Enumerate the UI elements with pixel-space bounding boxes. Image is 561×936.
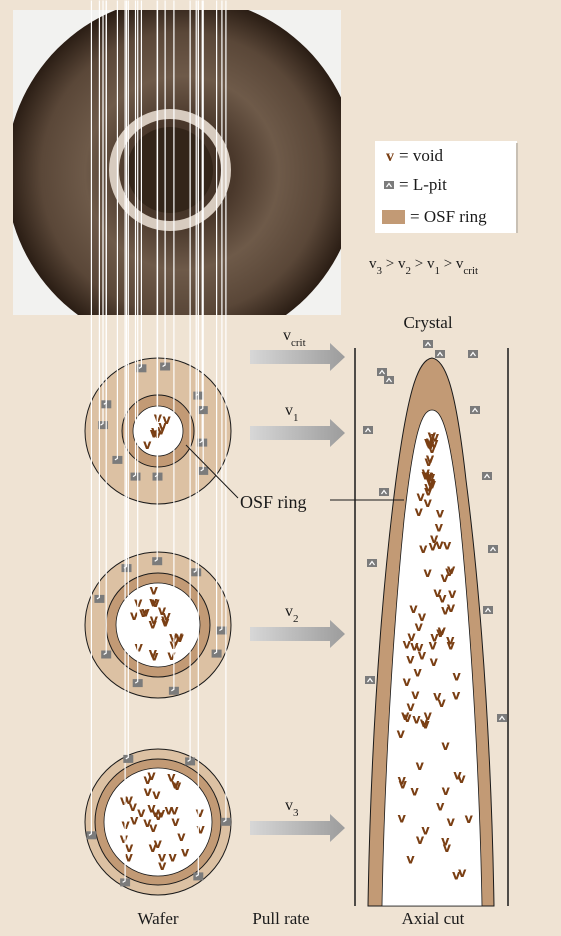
l-pit-icon: [379, 488, 389, 496]
void-icon: v: [399, 777, 408, 792]
void-icon: v: [452, 688, 461, 703]
void-icon: v: [150, 649, 159, 664]
void-icon: v: [161, 615, 170, 630]
void-icon: v: [150, 613, 159, 628]
l-pit-icon: [384, 376, 394, 384]
pull-rate-label: Pull rate: [252, 909, 309, 928]
void-icon: v: [150, 584, 159, 599]
v3-label: v3: [285, 797, 299, 819]
void-icon: v: [162, 413, 171, 428]
void-icon: v: [465, 812, 474, 827]
void-icon: v: [433, 586, 442, 601]
void-icon: v: [164, 804, 173, 819]
l-pit-icon: [363, 426, 373, 434]
void-icon: v: [410, 785, 419, 800]
void-icon: v: [177, 830, 186, 845]
l-pit-icon: [384, 181, 394, 189]
void-icon: v: [421, 824, 430, 839]
void-icon: v: [446, 639, 455, 654]
legend-lpit-label: = L-pit: [399, 175, 447, 194]
wafer-label: Wafer: [137, 909, 178, 928]
void-icon: v: [443, 841, 452, 856]
void-icon: v: [419, 542, 428, 557]
void-icon: v: [424, 496, 433, 511]
void-icon: v: [429, 655, 438, 670]
void-icon: v: [121, 818, 130, 833]
v2-label: v2: [285, 603, 299, 625]
void-icon: v: [139, 606, 148, 621]
void-icon: v: [448, 587, 457, 602]
l-pit-icon: [435, 350, 445, 358]
void-icon: v: [430, 532, 439, 547]
void-icon: v: [173, 779, 182, 794]
osf-ring-swatch-icon: [382, 210, 405, 224]
void-icon: v: [447, 563, 456, 578]
void-icon: v: [414, 505, 423, 520]
void-icon: v: [406, 852, 415, 867]
axial-cut-label: Axial cut: [402, 909, 465, 928]
l-pit-icon: [470, 406, 480, 414]
legend-osf-label: = OSF ring: [410, 207, 487, 226]
void-icon: v: [120, 794, 129, 809]
osf-ring-callout: OSF ring: [240, 492, 307, 512]
v1-label: v1: [285, 402, 299, 424]
void-icon: v: [438, 624, 447, 639]
void-icon: v: [147, 769, 156, 784]
l-pit-icon: [483, 606, 493, 614]
void-icon: v: [167, 649, 176, 664]
crystal-label: Crystal: [403, 313, 452, 332]
void-icon: v: [441, 739, 450, 754]
void-icon: v: [134, 640, 143, 655]
void-icon: v: [171, 635, 180, 650]
void-icon: v: [452, 869, 461, 884]
void-icon: v: [433, 690, 442, 705]
void-icon: v: [413, 665, 422, 680]
pull-rate-inequality: v3 > v2 > v1 > vcrit: [369, 256, 478, 277]
void-icon: v: [409, 602, 418, 617]
void-icon: v: [424, 435, 433, 450]
l-pit-icon: [365, 676, 375, 684]
void-icon: v: [386, 148, 394, 165]
void-icon: v: [398, 812, 407, 827]
void-icon: v: [423, 566, 432, 581]
legend-void-label: = void: [399, 146, 444, 165]
wafer-photograph: [6, 0, 358, 349]
legend: v = void = L-pit = OSF ring: [375, 141, 517, 233]
l-pit-icon: [423, 340, 433, 348]
void-icon: v: [403, 638, 412, 653]
void-icon: v: [443, 538, 452, 553]
void-icon: v: [447, 815, 456, 830]
void-icon: v: [143, 785, 152, 800]
l-pit-icon: [468, 350, 478, 358]
void-icon: v: [149, 821, 158, 836]
void-icon: v: [436, 800, 445, 815]
void-icon: v: [415, 641, 424, 656]
void-icon: v: [436, 506, 445, 521]
void-icon: v: [158, 859, 167, 874]
void-icon: v: [125, 841, 134, 856]
void-icon: v: [452, 669, 461, 684]
void-icon: v: [421, 717, 430, 732]
vcrit-label: vcrit: [283, 327, 306, 349]
void-icon: v: [168, 851, 177, 866]
void-icon: v: [153, 837, 162, 852]
void-icon: v: [416, 490, 425, 505]
void-icon: v: [427, 471, 436, 486]
l-pit-icon: [482, 472, 492, 480]
void-icon: v: [152, 788, 161, 803]
void-icon: v: [418, 610, 427, 625]
void-icon: v: [441, 604, 450, 619]
l-pit-icon: [488, 545, 498, 553]
l-pit-icon: [367, 559, 377, 567]
void-icon: v: [181, 846, 190, 861]
void-icon: v: [195, 806, 204, 821]
void-icon: v: [441, 784, 450, 799]
void-icon: v: [412, 712, 421, 727]
void-icon: v: [396, 727, 405, 742]
void-icon: v: [416, 759, 425, 774]
l-pit-icon: [377, 368, 387, 376]
l-pit-icon: [497, 714, 507, 722]
void-icon: v: [453, 769, 462, 784]
